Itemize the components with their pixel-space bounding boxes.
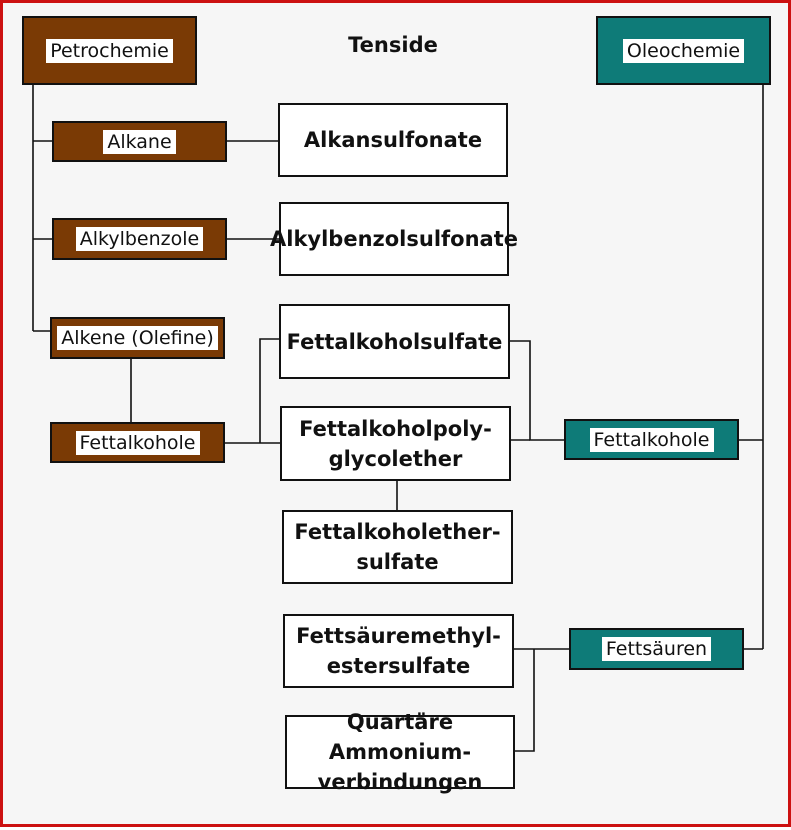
quartaere-ammonium-box: Quartäre Ammonium- verbindungen: [285, 710, 515, 794]
fettalkoholethersulfate-line-2: sulfate: [356, 550, 439, 574]
alkene-box: Alkene (Olefine): [50, 317, 225, 359]
fettsaeuren-label: Fettsäuren: [601, 637, 712, 661]
fettalkohole-petro-label: Fettalkohole: [75, 430, 200, 455]
quartaere-ammonium-line-2: verbindungen: [317, 770, 483, 794]
fettalkohole-oleo-label: Fettalkohole: [589, 427, 714, 452]
fettalkohole-oleo-box: Fettalkohole: [564, 419, 739, 460]
fettsaeuremethylestersulfate-line-1: Fettsäuremethyl-: [296, 624, 501, 648]
petrochemie-box: Petrochemie: [22, 16, 197, 85]
diagram-title: Tenside: [348, 33, 438, 57]
fettalkoholsulfate-box: Fettalkoholsulfate: [279, 304, 510, 379]
quartaere-ammonium-line-1: Quartäre Ammonium-: [328, 710, 472, 764]
fettsaeuremethylestersulfate-line-2: estersulfate: [326, 654, 471, 678]
fettalkoholethersulfate-box: Fettalkoholether- sulfate: [282, 510, 513, 584]
oleochemie-box: Oleochemie: [596, 16, 771, 85]
alkylbenzole-label: Alkylbenzole: [75, 227, 204, 251]
fettalkoholethersulfate-line-1: Fettalkoholether-: [294, 520, 501, 544]
alkylbenzolsulfonate-label: Alkylbenzolsulfonate: [270, 227, 518, 251]
alkylbenzole-box: Alkylbenzole: [52, 218, 227, 260]
fettalkohole-petro-box: Fettalkohole: [50, 422, 225, 463]
fettsaeuremethylestersulfate-box: Fettsäuremethyl- estersulfate: [283, 614, 514, 688]
alkene-label: Alkene (Olefine): [57, 326, 218, 350]
alkane-box: Alkane: [52, 121, 227, 162]
fettalkoholpolyglycolether-line-1: Fettalkoholpoly-: [299, 416, 492, 441]
oleochemie-label: Oleochemie: [622, 38, 745, 63]
fettalkoholsulfate-label: Fettalkoholsulfate: [286, 329, 503, 354]
alkansulfonate-label: Alkansulfonate: [303, 128, 483, 152]
alkane-label: Alkane: [103, 129, 176, 154]
fettsaeuren-box: Fettsäuren: [569, 628, 744, 670]
connector-lines: [32, 83, 764, 752]
fettalkoholpolyglycolether-line-2: glycolether: [328, 446, 463, 471]
petrochemie-label: Petrochemie: [46, 38, 173, 63]
alkylbenzolsulfonate-box: Alkylbenzolsulfonate: [270, 202, 518, 276]
fettalkoholpolyglycolether-box: Fettalkoholpoly- glycolether: [280, 406, 511, 481]
alkansulfonate-box: Alkansulfonate: [278, 103, 508, 177]
